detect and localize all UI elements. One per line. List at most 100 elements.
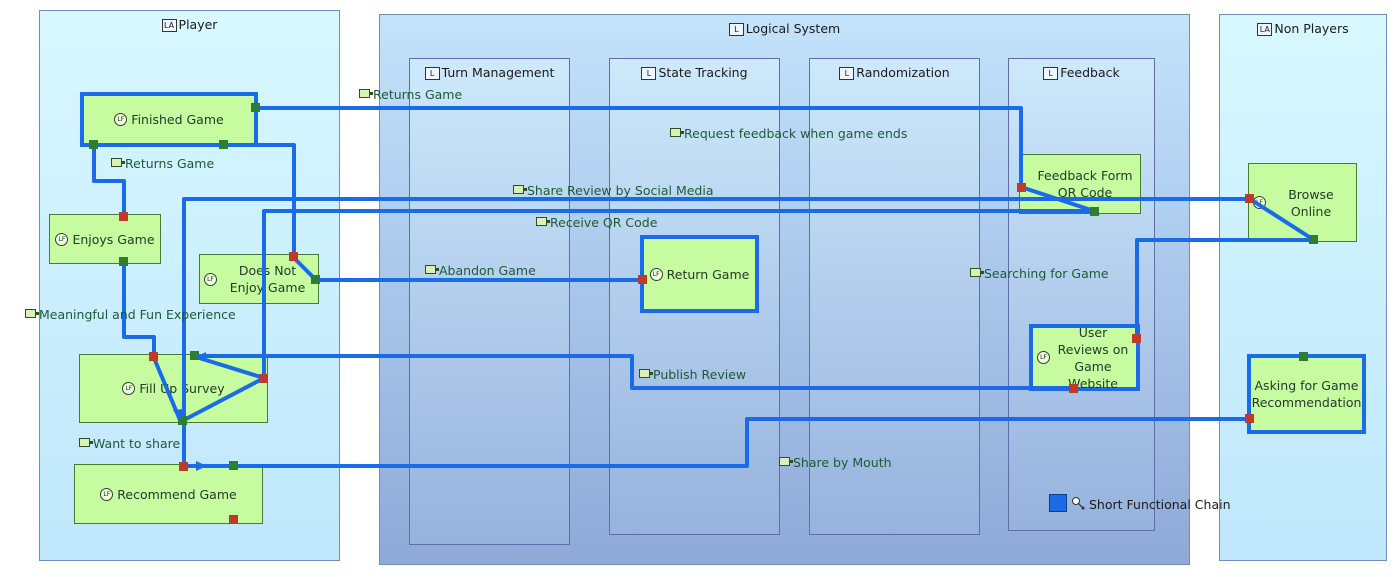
- output-port: [1090, 207, 1099, 216]
- output-port: [311, 275, 320, 284]
- functional-exchange-icon: [79, 438, 93, 447]
- input-port: [1017, 183, 1026, 192]
- exchange-want-to-share[interactable]: Want to share: [79, 436, 180, 451]
- exchange-line-survey-arrow: [182, 376, 266, 422]
- logical-function-icon: LF: [122, 382, 136, 395]
- function-label: User Reviews on Game Website: [1057, 324, 1129, 391]
- output-port: [89, 140, 98, 149]
- function-feedback-form-qr[interactable]: Feedback Form QR Code: [1019, 154, 1141, 214]
- randomization-title: Randomization: [856, 65, 950, 80]
- logical-component-icon: L: [1043, 67, 1059, 80]
- functional-exchange-icon: [970, 268, 984, 277]
- input-port: [229, 515, 238, 524]
- logical-function-icon: LF: [204, 272, 217, 286]
- exchange-line-share-review-social: [182, 197, 1252, 422]
- exchange-line-returns-game-top: [254, 106, 1023, 190]
- function-user-reviews[interactable]: LF User Reviews on Game Website: [1029, 324, 1140, 391]
- exchange-line-returns-game-left: [92, 143, 126, 219]
- logical-function-icon: LF: [649, 267, 663, 281]
- output-port: [219, 140, 228, 149]
- input-port: [119, 212, 128, 221]
- logical-component-icon: L: [839, 67, 855, 80]
- function-label: Browse Online: [1288, 186, 1334, 219]
- logical-function-icon: LF: [114, 113, 128, 126]
- exchange-searching-for-game[interactable]: Searching for Game: [970, 266, 1109, 281]
- input-port: [1069, 384, 1078, 393]
- feedback-title: Feedback: [1060, 65, 1120, 80]
- exchange-line-receive-qr: [262, 209, 1096, 380]
- exchange-line-meaningful-fun: [122, 260, 156, 358]
- output-port: [178, 416, 187, 425]
- arrowhead: [173, 409, 185, 421]
- input-port: [179, 462, 188, 471]
- exchange-line-browse: [1248, 197, 1316, 242]
- turn-management-title: Turn Management: [441, 65, 555, 80]
- function-asking-recommendation[interactable]: Asking for Game Recommendation: [1247, 354, 1366, 434]
- exchange-line-publish-review: [194, 354, 1076, 390]
- logical-function-icon: LF: [1037, 351, 1050, 364]
- function-label: Does Not Enjoy Game: [229, 263, 306, 295]
- player-title: Player: [178, 17, 218, 32]
- legend-label: Short Functional Chain: [1089, 497, 1231, 512]
- input-port: [289, 252, 298, 261]
- logical-function-icon: LF: [100, 487, 114, 501]
- exchange-publish-review[interactable]: Publish Review: [639, 367, 746, 382]
- exchange-abandon-game[interactable]: Abandon Game: [425, 263, 536, 278]
- exchange-returns-game-left[interactable]: Returns Game: [111, 156, 214, 171]
- exchange-request-feedback[interactable]: Request feedback when game ends: [670, 126, 907, 141]
- functional-chain-swatch: [1049, 494, 1067, 512]
- arrowhead: [196, 461, 207, 471]
- logical-component-icon: L: [424, 67, 440, 80]
- function-label: Finished Game: [131, 112, 224, 127]
- exchange-returns-game-top[interactable]: Returns Game: [359, 87, 462, 102]
- functional-exchange-icon: [513, 185, 527, 194]
- exchange-share-review-social[interactable]: Share Review by Social Media: [513, 183, 714, 198]
- exchange-line-abandon-game: [222, 143, 296, 258]
- functional-exchange-icon: [779, 457, 793, 466]
- functional-exchange-icon: [25, 309, 39, 318]
- output-port: [1309, 235, 1318, 244]
- output-port: [251, 103, 260, 112]
- logical-actor-icon: LA: [161, 19, 177, 32]
- state-tracking-title: State Tracking: [658, 65, 748, 80]
- exchange-meaningful-fun[interactable]: Meaningful and Fun Experience: [25, 307, 236, 322]
- output-port: [119, 257, 128, 266]
- functional-chain-icon: [1072, 497, 1085, 510]
- logical-function-icon: LF: [55, 232, 69, 246]
- output-port: [229, 461, 238, 470]
- functional-exchange-icon: [639, 369, 653, 378]
- logical-component-icon: L: [728, 23, 744, 36]
- logical-system-title: Logical System: [745, 21, 841, 36]
- functional-exchange-icon: [670, 128, 684, 137]
- functional-exchange-icon: [425, 265, 439, 274]
- exchange-receive-qr[interactable]: Receive QR Code: [536, 215, 657, 230]
- exchange-line-survey-internal: [194, 355, 266, 380]
- exchange-line-searching: [1135, 238, 1316, 340]
- function-label: Enjoys Game: [72, 231, 155, 247]
- input-port: [1245, 194, 1254, 203]
- functional-exchange-icon: [536, 217, 550, 226]
- function-label: Return Game: [666, 266, 750, 282]
- output-port: [1299, 352, 1308, 361]
- exchange-share-by-mouth[interactable]: Share by Mouth: [779, 455, 892, 470]
- function-label: Recommend Game: [117, 486, 237, 502]
- arrowhead: [196, 352, 206, 362]
- logical-actor-icon: LA: [1257, 23, 1273, 36]
- exchange-line-share-by-mouth: [232, 417, 1252, 468]
- non-players-title: Non Players: [1274, 21, 1349, 36]
- input-port: [1245, 414, 1254, 423]
- input-port: [638, 275, 647, 284]
- functional-exchange-icon: [111, 158, 125, 167]
- logical-component-icon: L: [641, 67, 657, 80]
- function-label: Feedback Form QR Code: [1037, 168, 1133, 200]
